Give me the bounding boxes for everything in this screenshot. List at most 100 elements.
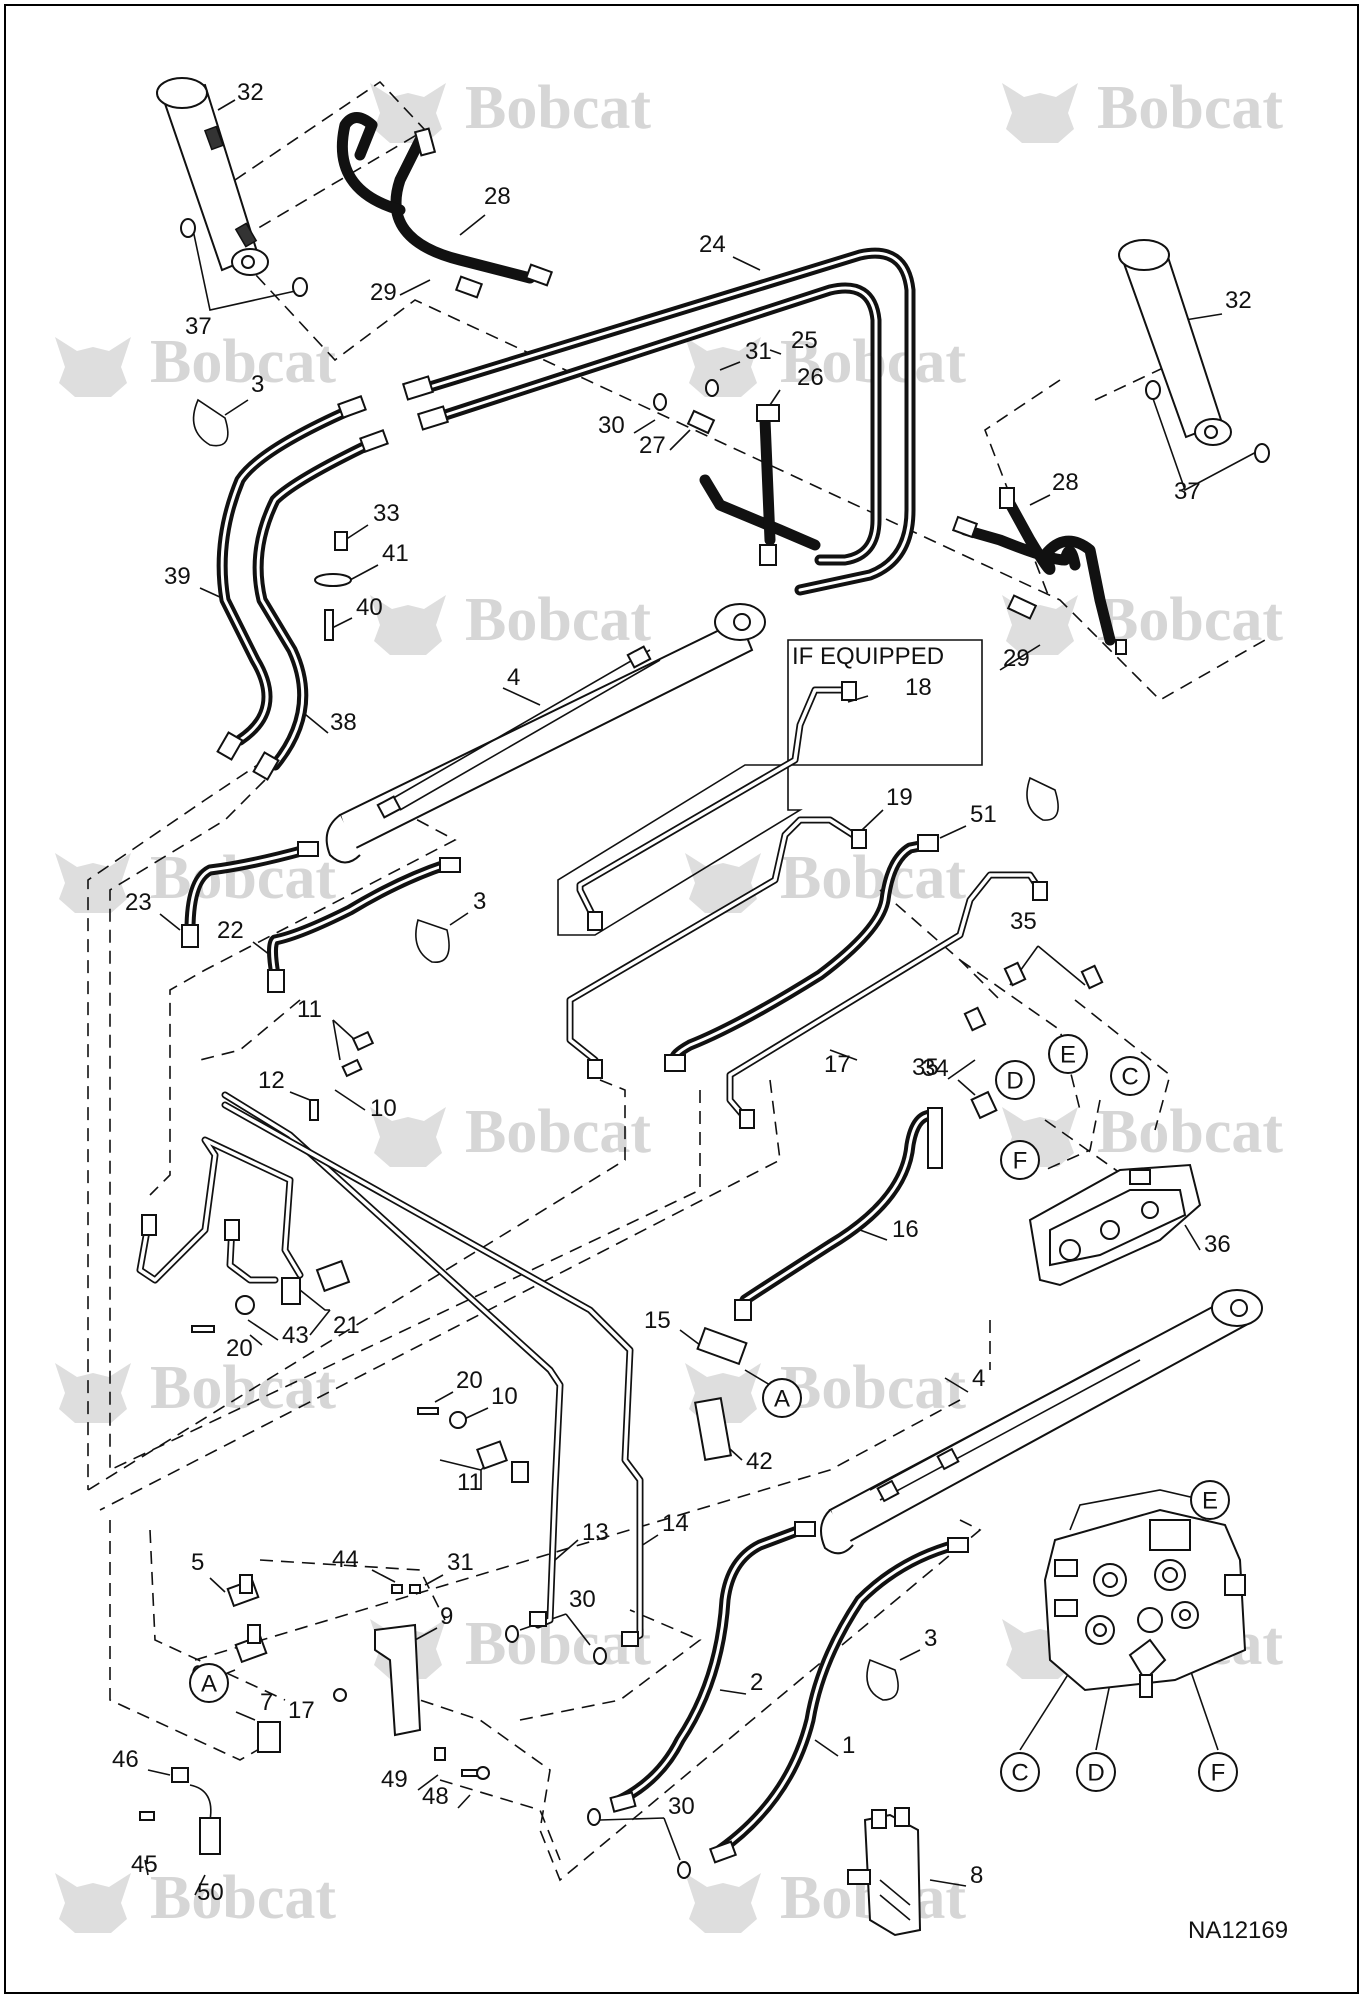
lift-cylinder-top[interactable] — [325, 603, 766, 864]
hose-25[interactable] — [424, 282, 882, 566]
bobcat-watermark: Bobcat — [55, 1354, 336, 1423]
callout-c-34: 34 — [922, 1055, 949, 1082]
watermark-text: Bobcat — [1097, 586, 1283, 654]
fitting-35a — [1003, 961, 1027, 987]
callout-c-49: 49 — [381, 1766, 408, 1793]
callout-labels: 3228293724325312630273237283341403938294… — [112, 79, 1252, 1906]
port-marker-m-c1: C — [1110, 1056, 1150, 1096]
valve-assembly-8[interactable] — [847, 1807, 922, 1937]
port-marker-m-f2: F — [1198, 1752, 1238, 1792]
o-ring-30d — [677, 1861, 691, 1879]
hose-28-29-left[interactable] — [336, 112, 554, 299]
callout-c-20b: 20 — [456, 1367, 483, 1394]
clamp-11-12-10[interactable] — [309, 1030, 375, 1121]
marker-letter: F — [1211, 1760, 1226, 1787]
clamp-20-10-11[interactable] — [417, 1407, 529, 1483]
port-marker-m-e2: E — [1190, 1480, 1230, 1520]
watermark-text: Bobcat — [465, 1610, 651, 1678]
callout-c-40: 40 — [356, 594, 383, 621]
bobcat-watermark: Bobcat — [685, 1864, 966, 1933]
marker-circle — [1000, 1752, 1040, 1792]
marker-letter: C — [1011, 1760, 1028, 1787]
tube-18[interactable] — [576, 681, 857, 931]
fitting-24 — [401, 375, 435, 401]
hose-38[interactable] — [252, 437, 378, 771]
callout-c-42: 42 — [746, 1448, 773, 1475]
tilt-cylinder-right[interactable] — [1118, 239, 1232, 446]
valve-detail[interactable] — [1043, 1489, 1247, 1698]
fitting-14 — [621, 1631, 639, 1647]
dashed-connection-lines — [87, 80, 1266, 1882]
callout-c-14: 14 — [662, 1510, 689, 1537]
marker-letter: D — [1006, 1068, 1023, 1095]
callout-c-10a: 10 — [370, 1095, 397, 1122]
elbow-6[interactable] — [234, 1624, 268, 1664]
o-ring-30e — [505, 1625, 519, 1643]
fasteners-49-48[interactable] — [434, 1747, 490, 1780]
callout-c-5: 5 — [191, 1549, 204, 1576]
callout-c-1: 1 — [842, 1732, 855, 1759]
callout-c-16: 16 — [892, 1216, 919, 1243]
callout-c-31a: 31 — [745, 338, 772, 365]
marker-circle — [762, 1378, 802, 1418]
sensor-46-45-50[interactable] — [139, 1767, 221, 1855]
hose-22[interactable] — [267, 857, 461, 993]
callout-c-26: 26 — [797, 364, 824, 391]
callout-c-41: 41 — [382, 540, 409, 567]
callout-c-3c: 3 — [924, 1625, 937, 1652]
callout-c-37a: 37 — [185, 313, 212, 340]
bobcat-logo-icon — [55, 853, 131, 913]
hose-23[interactable] — [181, 841, 319, 948]
clamp-33-41-40[interactable] — [314, 531, 352, 641]
marker-circle — [1000, 1140, 1040, 1180]
marker-circle — [1110, 1056, 1150, 1096]
hose-16[interactable] — [734, 1107, 943, 1321]
bobcat-watermark: Bobcat — [370, 74, 651, 143]
callout-c-24: 24 — [699, 231, 726, 258]
tilt-cylinder-left[interactable] — [156, 77, 269, 276]
bobcat-logo-icon — [55, 337, 131, 397]
lift-cylinder-bottom[interactable] — [820, 1289, 1263, 1555]
hose-1[interactable] — [708, 1537, 969, 1864]
hose-51[interactable] — [664, 834, 939, 1072]
callout-c-19: 19 — [886, 784, 913, 811]
tube-13[interactable] — [221, 1091, 564, 1629]
callout-c-36: 36 — [1204, 1231, 1231, 1258]
callout-c-20a: 20 — [226, 1335, 253, 1362]
hose-24[interactable] — [414, 247, 916, 596]
bobcat-watermark: Bobcat — [685, 1354, 966, 1423]
tube-14[interactable] — [221, 1101, 644, 1644]
callout-c-32b: 32 — [1225, 287, 1252, 314]
clamp-20-43-21[interactable] — [191, 1259, 351, 1333]
bobcat-logo-icon — [685, 1873, 761, 1933]
callout-c-51: 51 — [970, 801, 997, 828]
watermark-text: Bobcat — [780, 1354, 966, 1422]
tube-19[interactable] — [566, 816, 867, 1079]
callout-c-3a: 3 — [251, 371, 264, 398]
bracket-9[interactable] — [333, 1584, 422, 1737]
elbow-5[interactable] — [226, 1574, 260, 1608]
tube-17[interactable] — [726, 871, 1048, 1129]
fitting-15[interactable] — [694, 1326, 771, 1461]
tube-rails-left[interactable] — [136, 1136, 304, 1284]
callout-c-7: 7 — [260, 1689, 273, 1716]
callout-c-4b: 4 — [972, 1365, 985, 1392]
control-valve-36[interactable] — [1028, 1163, 1202, 1287]
o-ring-37a — [180, 218, 196, 238]
switch-7[interactable] — [257, 1721, 281, 1753]
bobcat-watermark: Bobcat — [685, 844, 966, 913]
fittings-26-27[interactable] — [653, 379, 821, 566]
drawing-reference-code: NA12169 — [1188, 1917, 1288, 1944]
hose-2[interactable] — [609, 1521, 816, 1813]
port-marker-m-d2: D — [1076, 1752, 1116, 1792]
port-marker-m-a2: A — [189, 1663, 229, 1703]
port-marker-m-c2: C — [1000, 1752, 1040, 1792]
callout-c-29a: 29 — [370, 279, 397, 306]
callout-c-13: 13 — [582, 1519, 609, 1546]
hose-28-29-right[interactable] — [951, 487, 1127, 655]
marker-letter: A — [774, 1386, 790, 1413]
hose-39[interactable] — [216, 404, 356, 746]
fitting-34 — [970, 1090, 998, 1120]
callout-c-28b: 28 — [1052, 469, 1079, 496]
